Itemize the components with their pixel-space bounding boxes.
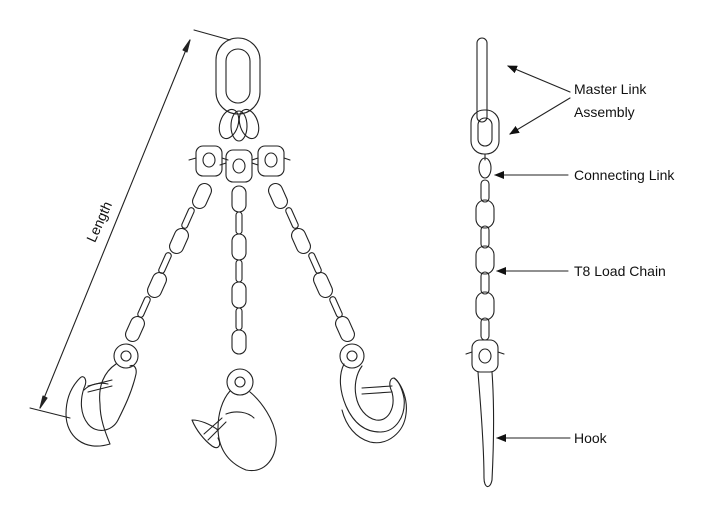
hook-right: [339, 343, 407, 444]
master-link-front: [215, 37, 261, 142]
callout-hook: Hook: [574, 430, 607, 446]
side-view-assembly: [465, 37, 505, 488]
connecting-link-right: [251, 145, 291, 177]
chain-leg-center: [231, 185, 247, 355]
length-dimension-line: [29, 29, 231, 419]
callout-leaders: [494, 65, 571, 442]
chain-leg-right: [268, 182, 355, 343]
callout-master-link-line2: Assembly: [574, 104, 635, 120]
connecting-link-left: [188, 145, 229, 177]
callout-load-chain: T8 Load Chain: [574, 263, 666, 279]
connecting-link-center: [219, 149, 259, 183]
callout-connecting-link: Connecting Link: [574, 167, 675, 183]
hook-left: [65, 343, 139, 447]
chain-leg-left: [125, 182, 212, 343]
callout-master-link-line1: Master Link: [574, 81, 647, 97]
leader-master-link-2: [509, 97, 571, 135]
leader-master-link-1: [507, 65, 571, 93]
hook-center: [191, 368, 277, 472]
